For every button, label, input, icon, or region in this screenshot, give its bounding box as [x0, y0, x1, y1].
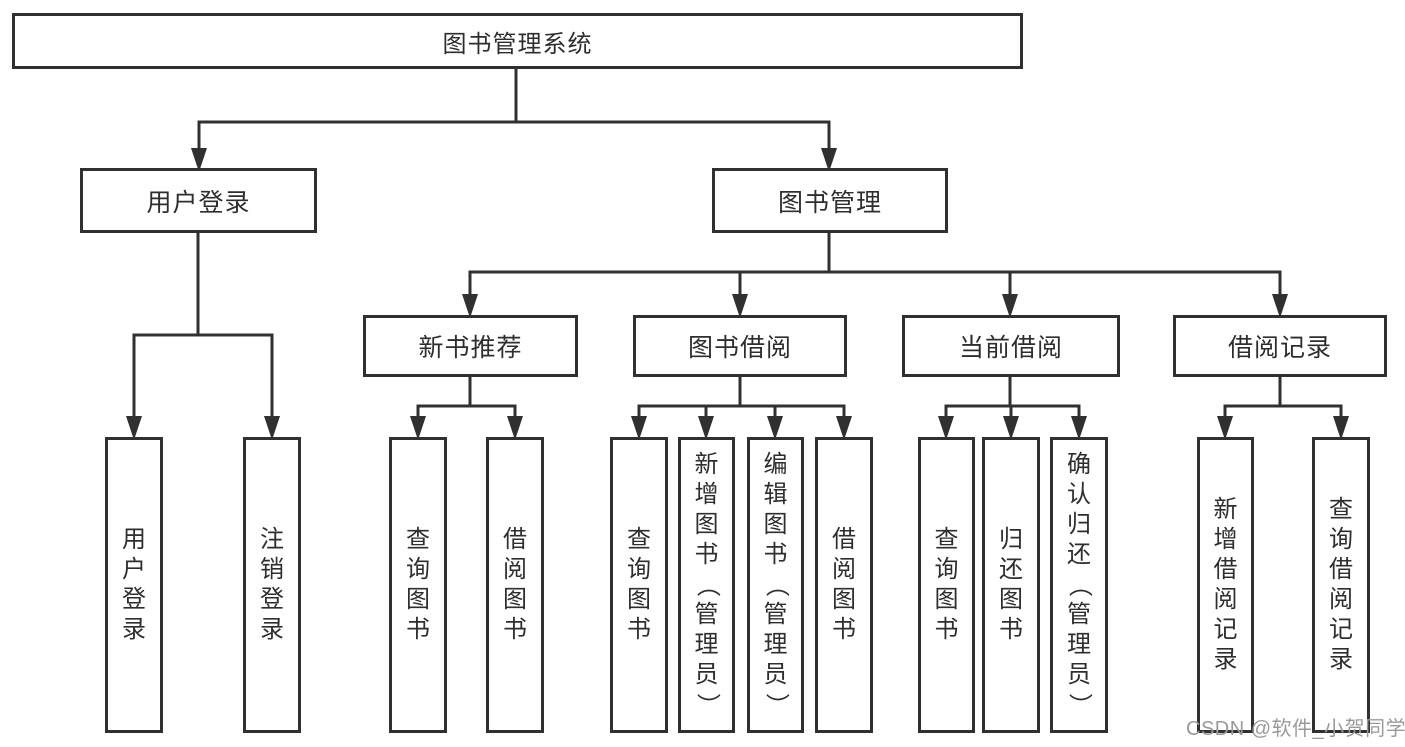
leaf-add-book-admin: 新增图书（管理员）: [678, 437, 735, 733]
node-borrowing-records: 借阅记录: [1173, 315, 1387, 377]
leaf-query-books-recommend: 查询图书: [389, 437, 447, 733]
node-book-borrowing: 图书借阅: [633, 315, 847, 377]
watermark: CSDN @软件_小贺同学: [1186, 718, 1405, 740]
leaf-return-books: 归还图书: [982, 437, 1040, 733]
node-current-borrowing: 当前借阅: [902, 315, 1120, 377]
node-book-management: 图书管理: [712, 168, 948, 233]
leaf-query-borrow-record: 查询借阅记录: [1312, 437, 1370, 733]
leaf-query-books-current: 查询图书: [918, 437, 975, 733]
node-new-book-recommend: 新书推荐: [363, 315, 578, 377]
leaf-user-login: 用户登录: [105, 437, 163, 733]
node-library-management-system: 图书管理系统: [12, 13, 1023, 69]
leaf-borrow-books-recommend: 借阅图书: [486, 437, 544, 733]
leaf-add-borrow-record: 新增借阅记录: [1197, 437, 1254, 733]
node-user-login: 用户登录: [80, 168, 317, 233]
leaf-edit-book-admin: 编辑图书（管理员）: [747, 437, 804, 733]
leaf-logout: 注销登录: [243, 437, 301, 733]
leaf-query-books-borrowing: 查询图书: [610, 437, 668, 733]
arrowheads: [126, 148, 1349, 440]
leaf-confirm-return-admin: 确认归还（管理员）: [1050, 437, 1108, 733]
leaf-borrow-books-borrowing: 借阅图书: [815, 437, 873, 733]
